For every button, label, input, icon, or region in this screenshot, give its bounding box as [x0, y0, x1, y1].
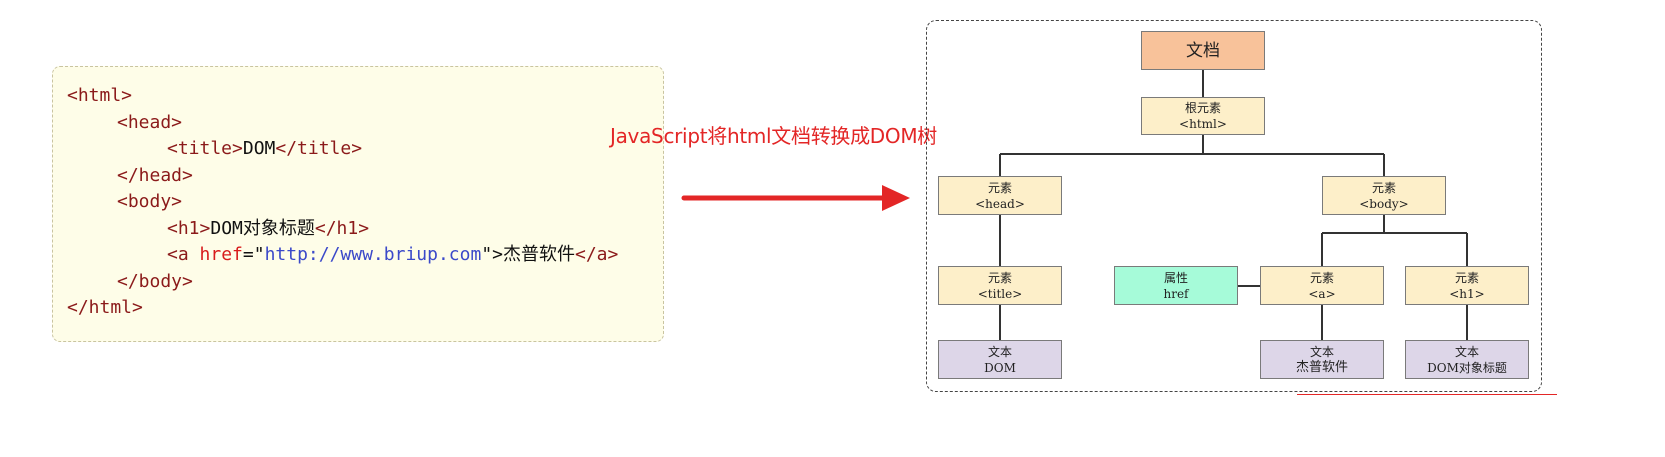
title-node-tag: <title>	[977, 286, 1023, 301]
text-node-jiepu-value: 杰普软件	[1295, 359, 1348, 375]
attribute-node-name: href	[1163, 286, 1189, 301]
body-element-node: 元素 <body>	[1322, 176, 1446, 215]
code-line: </body>	[117, 271, 193, 293]
code-token: DOM	[242, 138, 276, 159]
title-element-node: 元素 <title>	[938, 266, 1062, 305]
root-element-node: 根元素 <html>	[1141, 97, 1265, 135]
code-token: </title>	[275, 138, 363, 159]
code-token: http://www.briup.com	[264, 244, 482, 265]
href-attribute-node: 属性 href	[1114, 266, 1238, 305]
code-line: <body>	[117, 191, 182, 213]
code-line: <title>DOM</title>	[167, 138, 362, 160]
dom-tree-panel	[926, 20, 1542, 392]
root-node-tag: <html>	[1179, 117, 1227, 131]
code-token: <title>	[167, 138, 243, 159]
code-token: ="	[242, 244, 265, 265]
body-node-type: 元素	[1371, 180, 1396, 195]
text-node-h1-type: 文本	[1454, 344, 1479, 359]
code-token: <html>	[67, 85, 133, 106]
document-node: 文档	[1141, 31, 1265, 70]
code-token: </html>	[67, 297, 143, 318]
a-node-tag: <a>	[1308, 286, 1336, 301]
text-node-h1-title: 文本 DOM对象标题	[1405, 340, 1529, 379]
code-token: </h1>	[314, 217, 370, 239]
code-token: </a>	[575, 244, 619, 265]
root-node-type: 根元素	[1184, 101, 1221, 115]
h1-node-tag: <h1>	[1449, 286, 1485, 301]
code-line: </head>	[117, 165, 193, 187]
code-token: href	[199, 244, 243, 265]
text-node-jiepu-type: 文本	[1309, 344, 1334, 359]
code-line: <h1>DOM对象标题</h1>	[167, 218, 369, 240]
h1-node-type: 元素	[1454, 270, 1479, 285]
code-token: DOM	[210, 217, 243, 239]
code-token: 杰普软件	[503, 244, 575, 265]
code-token: ">	[481, 244, 503, 265]
head-node-type: 元素	[987, 180, 1012, 195]
text-node-dom-type: 文本	[987, 344, 1012, 359]
a-node-type: 元素	[1309, 270, 1334, 285]
head-element-node: 元素 <head>	[938, 176, 1062, 215]
code-line: <html>	[67, 85, 132, 107]
code-token: </head>	[117, 164, 193, 186]
title-node-type: 元素	[987, 270, 1012, 285]
text-node-dom-value: DOM	[984, 360, 1016, 375]
body-node-tag: <body>	[1359, 196, 1409, 211]
code-token: </body>	[117, 270, 193, 292]
red-underline-decoration	[1297, 394, 1557, 395]
html-code-panel: <html><head><title>DOM</title></head><bo…	[52, 66, 664, 342]
text-node-jiepu: 文本 杰普软件	[1260, 340, 1384, 379]
code-line: <head>	[117, 112, 182, 134]
text-node-dom: 文本 DOM	[938, 340, 1062, 379]
text-node-h1-value: DOM对象标题	[1427, 360, 1507, 375]
code-token: <head>	[117, 111, 183, 133]
code-token: 对象标题	[242, 217, 315, 239]
code-token: <body>	[117, 191, 183, 212]
code-token: <h1>	[167, 217, 211, 239]
code-line: <a href="http://www.briup.com">杰普软件</a>	[167, 244, 618, 266]
document-node-label: 文档	[1186, 40, 1220, 61]
code-line: </html>	[67, 297, 143, 319]
conversion-label: JavaScript将html文档转换成DOM树	[610, 124, 938, 148]
head-node-tag: <head>	[975, 196, 1025, 211]
code-token: <a	[167, 244, 200, 265]
attribute-node-type: 属性	[1163, 270, 1188, 285]
a-element-node: 元素 <a>	[1260, 266, 1384, 305]
h1-element-node: 元素 <h1>	[1405, 266, 1529, 305]
